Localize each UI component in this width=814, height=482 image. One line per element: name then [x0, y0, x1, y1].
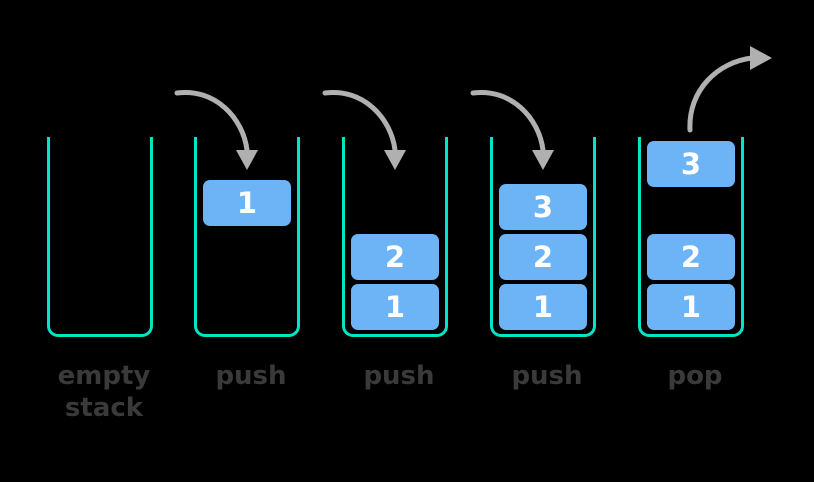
- stack-block: 2: [499, 234, 587, 280]
- caption-line-1: push: [511, 361, 583, 391]
- stage-caption-push-2: push: [319, 360, 479, 392]
- stack-block: 1: [499, 284, 587, 330]
- caption-line-1: pop: [667, 361, 723, 391]
- stage-caption-pop-3: pop: [615, 360, 775, 392]
- stack-container: [194, 137, 300, 337]
- stage-caption-push-3: push: [467, 360, 627, 392]
- stack-block: 2: [351, 234, 439, 280]
- stack-container: [342, 137, 448, 337]
- caption-line-2: stack: [64, 393, 144, 423]
- stack-container: [638, 137, 744, 337]
- stack-block: 2: [647, 234, 735, 280]
- stage-caption-push-1: push: [171, 360, 331, 392]
- stack-container: [47, 137, 153, 337]
- stack-block: 3: [499, 184, 587, 230]
- caption-line-1: push: [215, 361, 287, 391]
- stack-container: [490, 137, 596, 337]
- caption-line-1: empty: [57, 361, 151, 391]
- stack-block: 1: [351, 284, 439, 330]
- caption-line-1: push: [363, 361, 435, 391]
- stack-block: 1: [203, 180, 291, 226]
- stack-block: 1: [647, 284, 735, 330]
- stack-block: 3: [647, 141, 735, 187]
- pop-arrow: [687, 55, 755, 133]
- pop-arrow-head-icon: [750, 46, 772, 70]
